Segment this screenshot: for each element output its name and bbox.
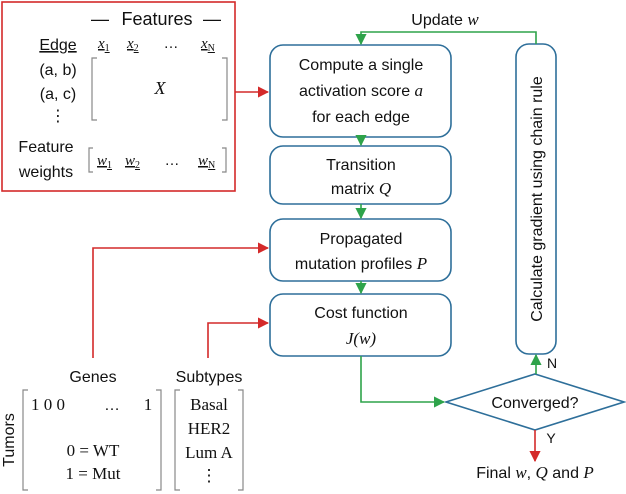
feature-col-ellipsis: … [164,35,179,52]
edge-row-ac: (a, c) [40,86,76,103]
no-label: N [547,355,557,371]
legend-wt: 0 = WT [67,441,120,460]
subtype-her2: HER2 [188,419,231,438]
transition-matrix-line1: Transition [326,157,396,174]
subtype-right-bracket [238,389,244,491]
weight-col-1: w1 [97,153,112,171]
transition-matrix-line2: matrix Q [331,179,391,198]
arrow-genes-to-box3 [92,242,270,358]
update-w-label: Update w [411,10,479,29]
features-title: Features [121,9,192,29]
feature-col-n: xN [200,36,215,54]
edge-row-vdots: ⋮ [50,108,66,125]
gene-matrix-last: 1 [144,395,153,414]
features-title-dash-left: — [91,9,109,29]
weights-label-line1: Feature [18,139,73,156]
converged-label: Converged? [491,395,578,412]
weights-right-bracket [222,147,227,173]
edge-row-ab: (a, b) [39,62,76,79]
weights-label-line2: weights [18,164,73,181]
subtype-luma: Lum A [185,443,233,462]
arrow-update-w [355,31,537,46]
features-panel-border [1,1,236,192]
feature-col-2: x2 [126,36,139,54]
features-panel: — Features — Edge x1 x2 … xN (a, b) (a, … [1,1,236,192]
subtype-vdots: ⋮ [201,466,218,485]
tumors-label: Tumors [1,413,18,467]
features-title-dash-right: — [203,9,221,29]
gene-matrix-row1: 1 0 0 [31,395,65,414]
matrix-x-left-bracket [91,57,97,121]
propagated-profiles-line1: Propagated [320,231,403,248]
weight-col-ellipsis: … [165,152,180,169]
tumor-panel: Genes Subtypes Tumors 1 0 0 … 1 0 = WT 1… [1,369,244,491]
propagated-profiles-line2: mutation profiles P [295,254,427,273]
compute-activation-line3: for each edge [312,109,410,126]
cost-function-line2: J(w) [346,329,377,348]
gene-matrix-ellipsis: … [104,397,120,414]
gradient-box-label: Calculate gradient using chain rule [529,76,546,322]
weight-col-2: w2 [125,153,140,171]
subtype-left-bracket [174,389,180,491]
yes-label: Y [546,430,556,446]
subtypes-label: Subtypes [176,369,243,386]
legend-mut: 1 = Mut [66,464,121,483]
feature-col-1: x1 [97,36,110,54]
weights-left-bracket [88,147,93,173]
genes-label: Genes [69,369,116,386]
gene-matrix-right-bracket [156,389,162,491]
compute-activation-line2: activation score a [299,81,423,100]
weight-col-n: wN [198,153,215,171]
compute-activation-line1: Compute a single [299,57,424,74]
gene-matrix-left-bracket [22,389,28,491]
matrix-x-right-bracket [222,57,228,121]
matrix-x-symbol: X [154,78,167,98]
subtype-basal: Basal [190,395,228,414]
arrow-subtypes-to-box4 [207,317,270,358]
arrow-cost-to-converged [360,356,446,408]
edge-header: Edge [39,37,76,54]
final-output-label: Final w, Q and P [476,463,594,482]
cost-function-line1: Cost function [314,305,407,322]
